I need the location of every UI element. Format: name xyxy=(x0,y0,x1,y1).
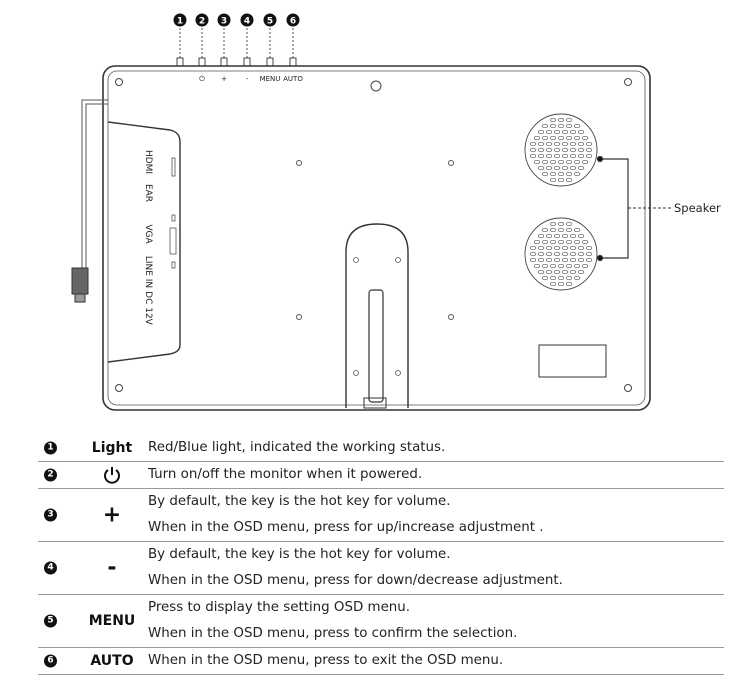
row-number: 2 xyxy=(44,468,57,482)
callout-1: 1 xyxy=(173,13,187,67)
callout-number: 2 xyxy=(199,17,205,27)
row-number: 4 xyxy=(44,561,57,575)
description-line: When in the OSD menu, press for down/dec… xyxy=(148,573,563,588)
speaker-grille-1 xyxy=(524,113,598,187)
row-description: Press to display the setting OSD menu. Wh… xyxy=(148,595,724,647)
description-line: Turn on/off the monitor when it powered. xyxy=(148,467,423,482)
key-name: - xyxy=(107,555,117,581)
key-name: AUTO xyxy=(90,653,134,669)
description-line: Red/Blue light, indicated the working st… xyxy=(148,440,446,455)
row-description: Turn on/off the monitor when it powered. xyxy=(148,462,724,488)
description-line: When in the OSD menu, press to exit the … xyxy=(148,653,504,668)
legend-row: 2 Turn on/off the monitor when it powered… xyxy=(38,462,724,489)
row-number: 5 xyxy=(44,614,57,628)
row-description: When in the OSD menu, press to exit the … xyxy=(148,648,724,674)
top-button xyxy=(266,57,274,67)
stand-slot xyxy=(368,289,384,403)
port-label: HDMI xyxy=(143,150,153,174)
legend-row: 5 MENU Press to display the setting OSD me… xyxy=(38,595,724,648)
callout-number: 4 xyxy=(244,17,250,27)
top-button xyxy=(176,57,184,67)
key-name: + xyxy=(102,502,122,528)
speaker-grille-2 xyxy=(524,217,598,291)
row-description: By default, the key is the hot key for v… xyxy=(148,542,724,594)
port-panel xyxy=(107,121,181,363)
row-number: 3 xyxy=(44,508,57,522)
top-button xyxy=(243,57,251,67)
corner-screws xyxy=(115,78,632,392)
callout-2: 2⏻ xyxy=(195,13,209,83)
top-button xyxy=(220,57,228,67)
speakers xyxy=(524,113,598,291)
callout-number: 3 xyxy=(221,17,227,27)
port-label: DC 12V xyxy=(143,291,153,326)
legend-row: 3 + By default, the key is the hot key for… xyxy=(38,489,724,542)
button-label: AUTO xyxy=(283,75,303,83)
port-slots xyxy=(169,157,177,269)
button-label: MENU xyxy=(260,75,281,83)
legend-row: 6 AUTO When in the OSD menu, press to exit… xyxy=(38,648,724,675)
row-description: By default, the key is the hot key for v… xyxy=(148,489,724,541)
button-label: - xyxy=(246,75,249,83)
stand xyxy=(345,223,409,408)
row-number: 6 xyxy=(44,654,57,668)
callout-number: 5 xyxy=(267,17,273,27)
callout-3: 3+ xyxy=(217,13,231,83)
port-label: VGA xyxy=(143,224,153,244)
label-plate xyxy=(538,344,607,378)
description-line: When in the OSD menu, press for up/incre… xyxy=(148,520,544,535)
power-icon xyxy=(76,465,148,485)
usb-plug xyxy=(71,267,89,295)
legend-row: 4 - By default, the key is the hot key for… xyxy=(38,542,724,595)
stand-foot xyxy=(363,397,387,409)
legend-row: 1 Light Red/Blue light, indicated the work… xyxy=(38,435,724,462)
description-line: By default, the key is the hot key for v… xyxy=(148,494,451,509)
callout-number: 6 xyxy=(290,17,296,27)
button-label: ⏻ xyxy=(199,75,205,83)
description-line: By default, the key is the hot key for v… xyxy=(148,547,451,562)
port-label: LINE IN xyxy=(143,256,153,288)
mount-holes xyxy=(296,160,454,320)
description-line: When in the OSD menu, press to confirm t… xyxy=(148,626,518,641)
button-label: + xyxy=(221,75,227,83)
top-button xyxy=(198,57,206,67)
port-label: EAR xyxy=(143,184,153,202)
stand-screws xyxy=(353,257,401,376)
callout-number: 1 xyxy=(177,17,183,27)
speaker-label: Speaker xyxy=(674,201,721,215)
monitor-inner xyxy=(107,70,646,406)
top-button xyxy=(289,57,297,67)
speaker-leader xyxy=(596,155,672,262)
row-number: 1 xyxy=(44,441,57,455)
button-legend-table: 1 Light Red/Blue light, indicated the work… xyxy=(38,435,724,675)
key-name: MENU xyxy=(88,613,136,629)
monitor-body xyxy=(102,65,651,411)
usb-cable xyxy=(81,99,108,268)
usb-plug-tip xyxy=(74,293,86,303)
key-name: Light xyxy=(91,440,133,456)
row-description: Red/Blue light, indicated the working st… xyxy=(148,435,724,461)
callout-4: 4- xyxy=(240,13,254,83)
description-line: Press to display the setting OSD menu. xyxy=(148,600,411,615)
